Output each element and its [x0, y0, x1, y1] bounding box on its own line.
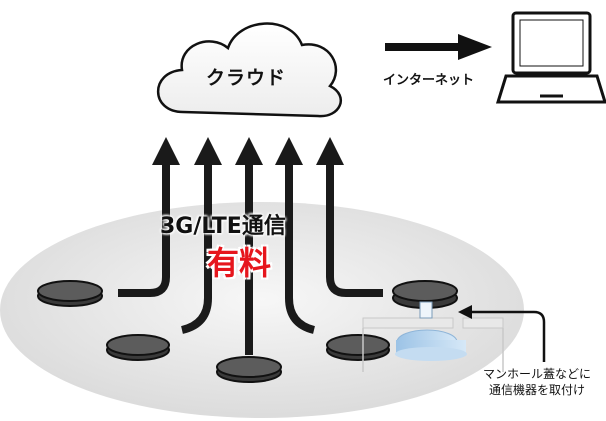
arrow-head-5	[316, 137, 344, 165]
device-note-line1: マンホール蓋などに	[483, 367, 592, 381]
equipped-manhole	[362, 280, 504, 372]
cloud-label: クラウド	[205, 67, 286, 89]
arrow-head-2	[194, 137, 222, 165]
cloud-icon	[157, 22, 342, 118]
cost-label: 有料	[207, 244, 272, 282]
communication-device	[395, 329, 467, 361]
uplink-arrow-5	[326, 160, 383, 297]
manhole-4	[326, 334, 390, 361]
device-pointer-arrow	[458, 305, 546, 362]
manhole-1	[37, 280, 103, 307]
arrow-head-3	[235, 137, 263, 165]
uplink-arrow-2	[180, 160, 212, 334]
data-arrows	[118, 160, 383, 355]
communication-label: 3G/LTE通信	[160, 214, 286, 239]
ground-area	[0, 202, 524, 418]
arrow-head-1	[152, 137, 180, 165]
device-note: マンホール蓋などに 通信機器を取付け	[483, 366, 591, 398]
arrow-heads	[152, 137, 344, 165]
laptop-icon	[495, 11, 606, 104]
manhole-3	[216, 356, 282, 383]
manhole-2	[106, 334, 170, 361]
arrow-head-4	[275, 137, 303, 165]
internet-arrow	[385, 34, 492, 60]
internet-label: インターネット	[383, 73, 475, 88]
device-note-line2: 通信機器を取付け	[489, 383, 586, 397]
uplink-arrow-4	[285, 160, 316, 334]
uplink-arrow-1	[118, 160, 170, 297]
manholes	[37, 280, 390, 383]
